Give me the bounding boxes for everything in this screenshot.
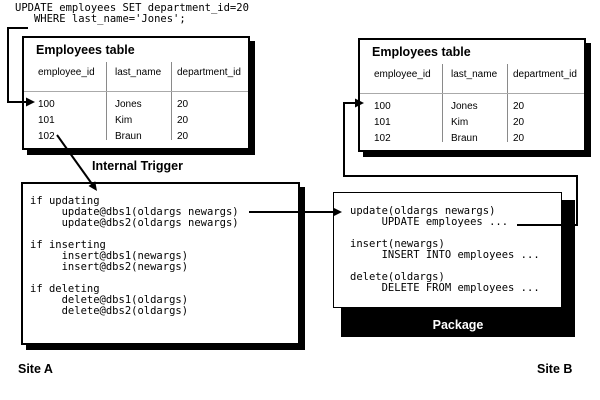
cell-last-name: Kim (451, 117, 469, 128)
cell-last-name: Jones (451, 101, 478, 112)
cell-department-id: 20 (513, 101, 525, 112)
column-header-employee-id: employee_id (38, 67, 95, 78)
package-code: update(oldargs newargs) UPDATE employees… (350, 205, 540, 294)
cell-department-id: 20 (177, 131, 189, 142)
column-header-last-name: last_name (451, 69, 498, 80)
cell-department-id: 20 (177, 99, 189, 110)
column-header-department-id: department_id (513, 69, 577, 80)
table-row: 100 Jones 20 (24, 99, 248, 112)
package-procedures-box: update(oldargs newargs) UPDATE employees… (333, 192, 562, 308)
internal-trigger-title: Internal Trigger (92, 159, 183, 173)
site-a-label: Site A (18, 362, 53, 376)
table-title: Employees table (372, 45, 471, 59)
cell-last-name: Jones (115, 99, 142, 110)
table-row: 101 Kim 20 (24, 115, 248, 128)
table-row: 102 Braun 20 (24, 131, 248, 144)
cell-employee-id: 102 (374, 133, 391, 144)
cell-employee-id: 100 (374, 101, 391, 112)
cell-last-name: Braun (115, 131, 142, 142)
internal-trigger-box: if updating update@dbs1(oldargs newargs)… (21, 182, 300, 345)
column-header-department-id: department_id (177, 67, 241, 78)
column-separator (171, 62, 172, 140)
cell-employee-id: 102 (38, 131, 55, 142)
cell-last-name: Braun (451, 133, 478, 144)
cell-employee-id: 101 (38, 115, 55, 126)
cell-employee-id: 100 (38, 99, 55, 110)
column-header-last-name: last_name (115, 67, 162, 78)
column-header-employee-id: employee_id (374, 69, 431, 80)
cell-department-id: 20 (513, 133, 525, 144)
cell-department-id: 20 (177, 115, 189, 126)
table-row: 101 Kim 20 (360, 117, 584, 130)
table-row: 100 Jones 20 (360, 101, 584, 114)
cell-last-name: Kim (115, 115, 133, 126)
package-title: Package (432, 318, 484, 332)
internal-trigger-code: if updating update@dbs1(oldargs newargs)… (30, 195, 239, 317)
table-header-row: employee_id last_name department_id (24, 67, 248, 80)
cell-department-id: 20 (513, 117, 525, 128)
site-b-label: Site B (537, 362, 573, 376)
table-row: 102 Braun 20 (360, 133, 584, 146)
sql-update-statement: UPDATE employees SET department_id=20 WH… (15, 2, 249, 25)
table-title: Employees table (36, 43, 135, 57)
column-separator (106, 62, 107, 140)
employees-table-site-b: Employees table employee_id last_name de… (358, 38, 586, 152)
header-rule (24, 91, 248, 92)
employees-table-site-a: Employees table employee_id last_name de… (22, 36, 250, 150)
table-header-row: employee_id last_name department_id (360, 69, 584, 82)
cell-employee-id: 101 (374, 117, 391, 128)
header-rule (360, 93, 584, 94)
